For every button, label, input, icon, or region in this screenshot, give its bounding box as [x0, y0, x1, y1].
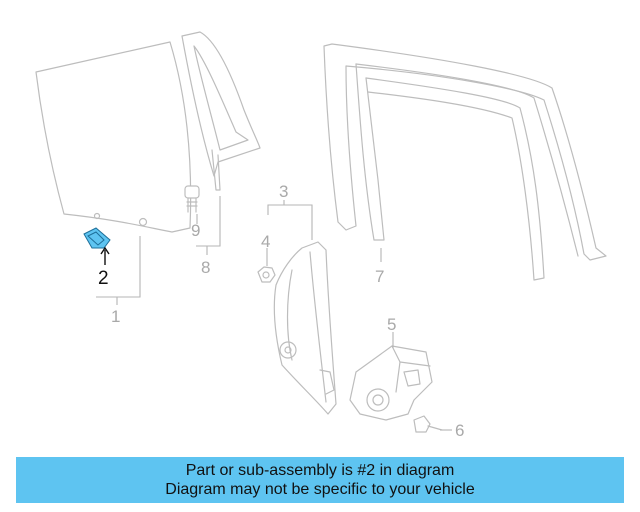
banner-line-2: Diagram may not be specific to your vehi… [165, 481, 475, 498]
callout-2: 2 [98, 268, 109, 289]
highlighted-clip-part-2[interactable] [83, 227, 111, 249]
callout-6: 6 [455, 421, 464, 440]
banner-line-1: Part or sub-assembly is #2 in diagram [185, 462, 455, 479]
window-motor-part[interactable] [349, 345, 433, 421]
callout-5: 5 [387, 315, 396, 334]
callout-7: 7 [375, 267, 384, 286]
quarter-glass-part[interactable] [181, 31, 261, 191]
bolt-part-9[interactable] [184, 185, 200, 213]
callout-9: 9 [191, 221, 200, 240]
parts-diagram: 1 2 3 4 5 6 7 8 9 [35, 31, 607, 440]
callout-4: 4 [261, 232, 270, 251]
info-banner: Part or sub-assembly is #2 in diagram Di… [16, 457, 624, 503]
window-regulator-part[interactable] [273, 241, 337, 415]
leader-2-arrow [100, 246, 110, 255]
callout-3: 3 [279, 182, 288, 201]
callout-8: 8 [201, 258, 210, 277]
leader-3 [267, 200, 313, 240]
bolt-part-6[interactable] [413, 415, 443, 433]
door-frame-part[interactable] [323, 43, 607, 281]
callout-1: 1 [111, 307, 120, 326]
door-glass-part[interactable] [35, 41, 192, 233]
nut-part-4[interactable] [257, 266, 276, 283]
leader-8 [196, 196, 221, 255]
